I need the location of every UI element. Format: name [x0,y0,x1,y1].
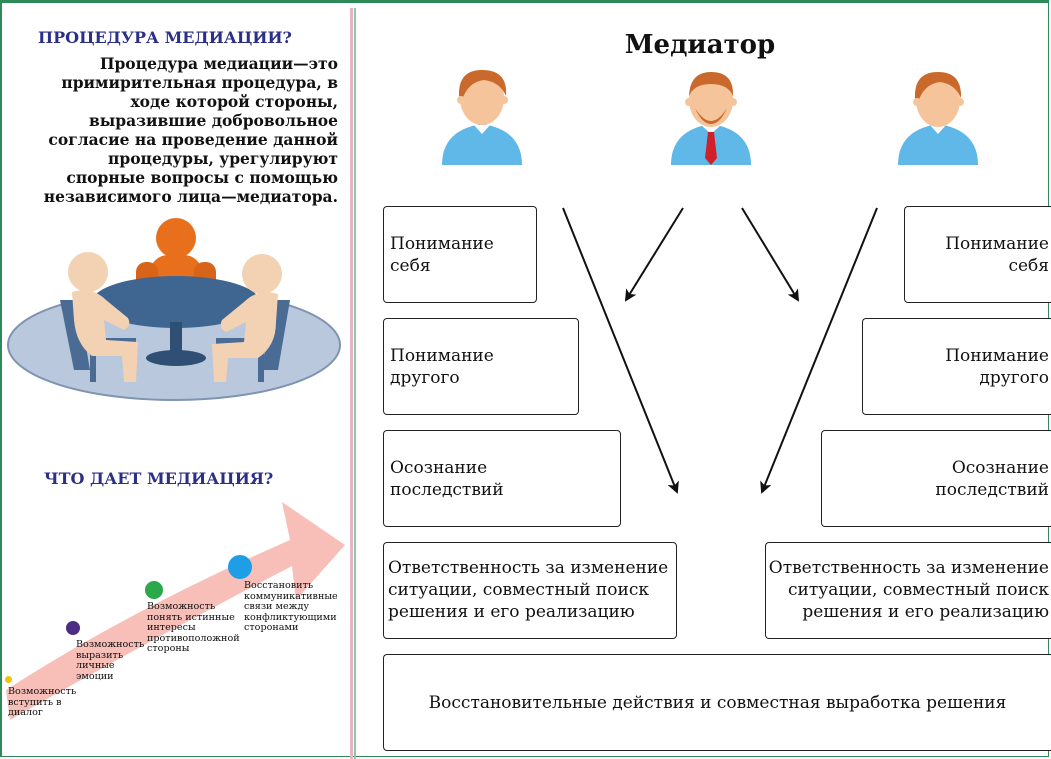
right-chair [262,300,290,370]
box-other-understanding-left: Понимание другого [383,318,579,415]
right-party-icon [898,72,978,165]
box-self-understanding-left: Понимание себя [383,206,537,303]
benefit-line: эмоции [76,670,114,682]
table-leg [170,322,182,354]
divider-green [354,8,356,759]
box-line: решения и его реализацию [388,602,635,622]
definition-line: независимого лица—медиатора. [43,187,338,206]
procedure-definition: Процедура медиации—это примирительная пр… [12,54,338,206]
benefit-line: противоположной [147,632,240,644]
box-line: Понимание [390,346,494,366]
box-line: последствий [390,480,504,500]
benefit-line: сторонами [244,622,299,633]
benefit-line: понять истинные [147,611,235,623]
arrow-short-left [624,207,684,302]
definition-line: спорные вопросы с помощью [66,168,338,187]
left-party-body [72,290,138,382]
definition-line: выразившие добровольное [88,111,338,130]
benefit-text-3: Возможность понять истинные интересы про… [147,601,240,655]
benefits-arrow [6,502,345,720]
box-self-understanding-right: Понимание себя [904,206,1051,303]
benefit-line: Восстановить [244,580,314,591]
left-chair [60,300,90,370]
definition-line: ходе которой стороны, [130,92,338,111]
mediator-title: Медиатор [624,30,776,60]
box-responsibility-right: Ответственность за изменение ситуации, с… [765,542,1051,639]
benefit-line: конфликтующими [244,611,337,623]
arrow-long-right [760,207,878,494]
box-line: себя [1008,256,1049,276]
box-line: Восстановительные действия и совместная … [428,693,1007,713]
arrow-band [6,502,345,720]
table-top [92,276,260,328]
definition-line: примирительная процедура, в [61,73,338,92]
box-other-understanding-right: Понимание другого [862,318,1051,415]
box-line: другого [390,368,460,388]
box-line: решения и его реализацию [802,602,1049,622]
mediator-head [156,218,196,258]
benefit-line: Возможность [8,686,77,697]
benefit-text-4: Восстановить коммуникативные связи между… [244,580,338,634]
box-line: ситуации, совместный поиск [388,580,649,600]
box-line: Ответственность за изменение [388,558,669,578]
benefit-line: личные [76,660,115,671]
divider-pink [350,8,353,759]
benefit-line: выразить [76,649,124,661]
box-line: Осознание [390,458,488,478]
box-line: ситуации, совместный поиск [788,580,1049,600]
box-line: Понимание [390,234,494,254]
benefit-line: вступить в [8,696,62,708]
box-responsibility-left: Ответственность за изменение ситуации, с… [383,542,677,639]
right-party-head [242,254,282,294]
benefit-line: диалог [8,707,43,718]
box-line: Понимание [945,346,1049,366]
benefit-line: связи между [244,601,310,612]
definition-line: процедуры, урегулируют [108,149,338,168]
arrow-long-left [562,207,679,494]
box-consequences-right: Осознание последствий [821,430,1051,527]
benefit-dot-3 [145,581,163,599]
benefit-dot-4 [228,555,252,579]
benefit-line: стороны [147,643,190,654]
arrow-short-right [741,207,800,302]
box-line: последствий [935,480,1049,500]
benefit-dot-1 [5,676,12,683]
benefit-text-1: Возможность вступить в диалог [8,686,77,719]
box-line: Понимание [945,234,1049,254]
box-line: другого [979,368,1049,388]
box-line: Осознание [951,458,1049,478]
left-party-icon [442,70,522,165]
meeting-table-illustration [7,218,341,401]
procedure-heading: ПРОЦЕДУРА МЕДИАЦИИ? [38,28,292,47]
benefits-heading: ЧТО ДАЕТ МЕДИАЦИЯ? [44,469,274,488]
definition-line: Процедура медиации—это [99,54,338,73]
benefit-line: интересы [147,622,196,633]
benefit-line: Возможность [76,639,145,650]
box-restorative-actions: Восстановительные действия и совместная … [383,654,1051,751]
benefit-line: Возможность [147,601,216,612]
definition-line: согласие на проведение данной [48,130,338,149]
benefit-line: коммуникативные [244,590,338,602]
benefit-text-2: Возможность выразить личные эмоции [76,639,145,682]
box-line: себя [390,256,431,276]
box-line: Ответственность за изменение [768,558,1049,578]
box-consequences-left: Осознание последствий [383,430,621,527]
right-party-body [212,292,278,382]
benefit-dot-2 [66,621,80,635]
left-party-head [68,252,108,292]
mediator-icon [671,72,751,165]
